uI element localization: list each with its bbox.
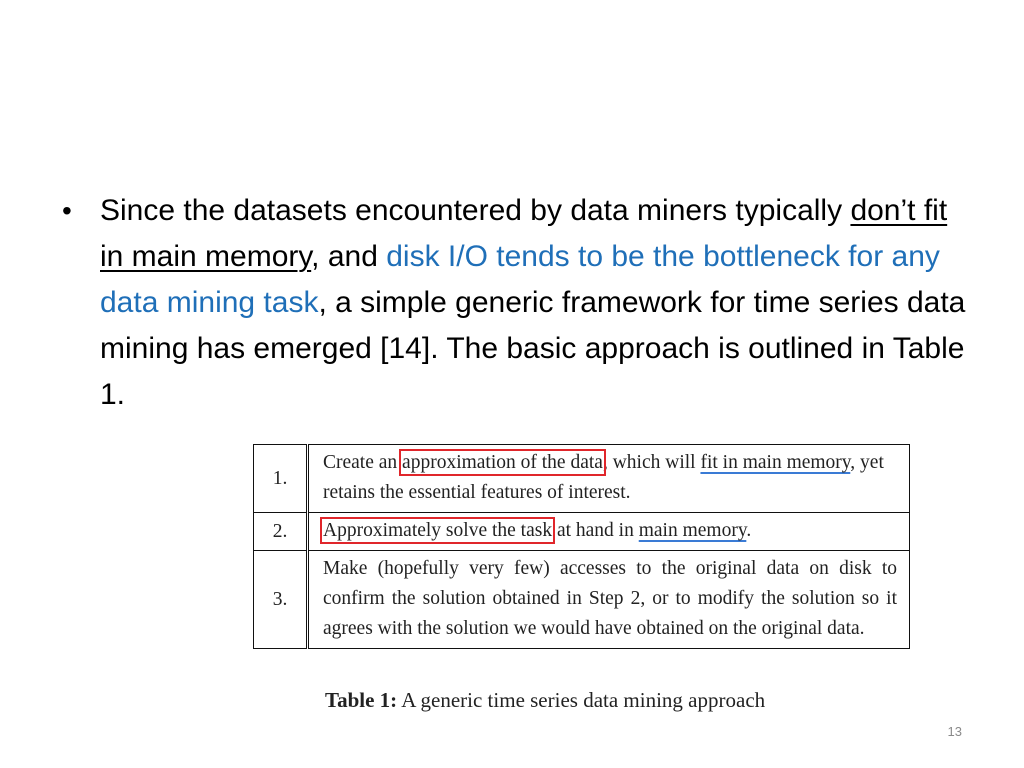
step-text-fragment: at hand in <box>552 520 639 541</box>
step-number: 3. <box>253 550 309 649</box>
step-number: 2. <box>253 512 309 551</box>
red-box-highlight: approximation of the data <box>399 449 606 476</box>
bullet-text-part3: , and <box>311 240 387 273</box>
step-text-fragment: . <box>746 520 752 541</box>
bullet-text: Since the datasets encountered by data m… <box>100 188 970 418</box>
table-row: 1. Create an approximation of the data, … <box>253 444 910 513</box>
steps-table: 1. Create an approximation of the data, … <box>253 444 910 649</box>
table-caption: Table 1: A generic time series data mini… <box>253 688 983 713</box>
step-text-fragment: Create an <box>323 452 403 473</box>
steps-table-figure: 1. Create an approximation of the data, … <box>253 444 910 649</box>
caption-text: A generic time series data mining approa… <box>397 688 766 712</box>
red-box-highlight: Approximately solve the task <box>319 517 556 544</box>
step-text: Make (hopefully very few) accesses to th… <box>307 550 910 649</box>
step-text-fragment: , yet retains the essential features of … <box>323 452 884 503</box>
step-number: 1. <box>253 444 309 513</box>
blue-underline-highlight: fit in main memory <box>700 452 851 473</box>
table-row: 2. Approximately solve the task at hand … <box>253 512 910 551</box>
step-text: Approximately solve the task at hand in … <box>307 512 910 551</box>
bullet-underlined-phrase: don’t fit in main memory <box>100 194 948 273</box>
bullet-text-part1: Since the datasets encountered by data m… <box>100 194 851 227</box>
bullet-text-part5: , a simple generic framework for time se… <box>100 286 966 411</box>
caption-label: Table 1: <box>325 688 398 712</box>
step-text-fragment: , which will <box>602 452 701 473</box>
step-text: Create an approximation of the data, whi… <box>307 444 910 513</box>
blue-underline-highlight: main memory <box>638 520 747 541</box>
bullet-blue-phrase: disk I/O tends to be the bottleneck for … <box>100 240 940 319</box>
page-number: 13 <box>947 724 962 739</box>
bullet-icon: • <box>62 195 72 226</box>
table-row: 3. Make (hopefully very few) accesses to… <box>253 550 910 649</box>
